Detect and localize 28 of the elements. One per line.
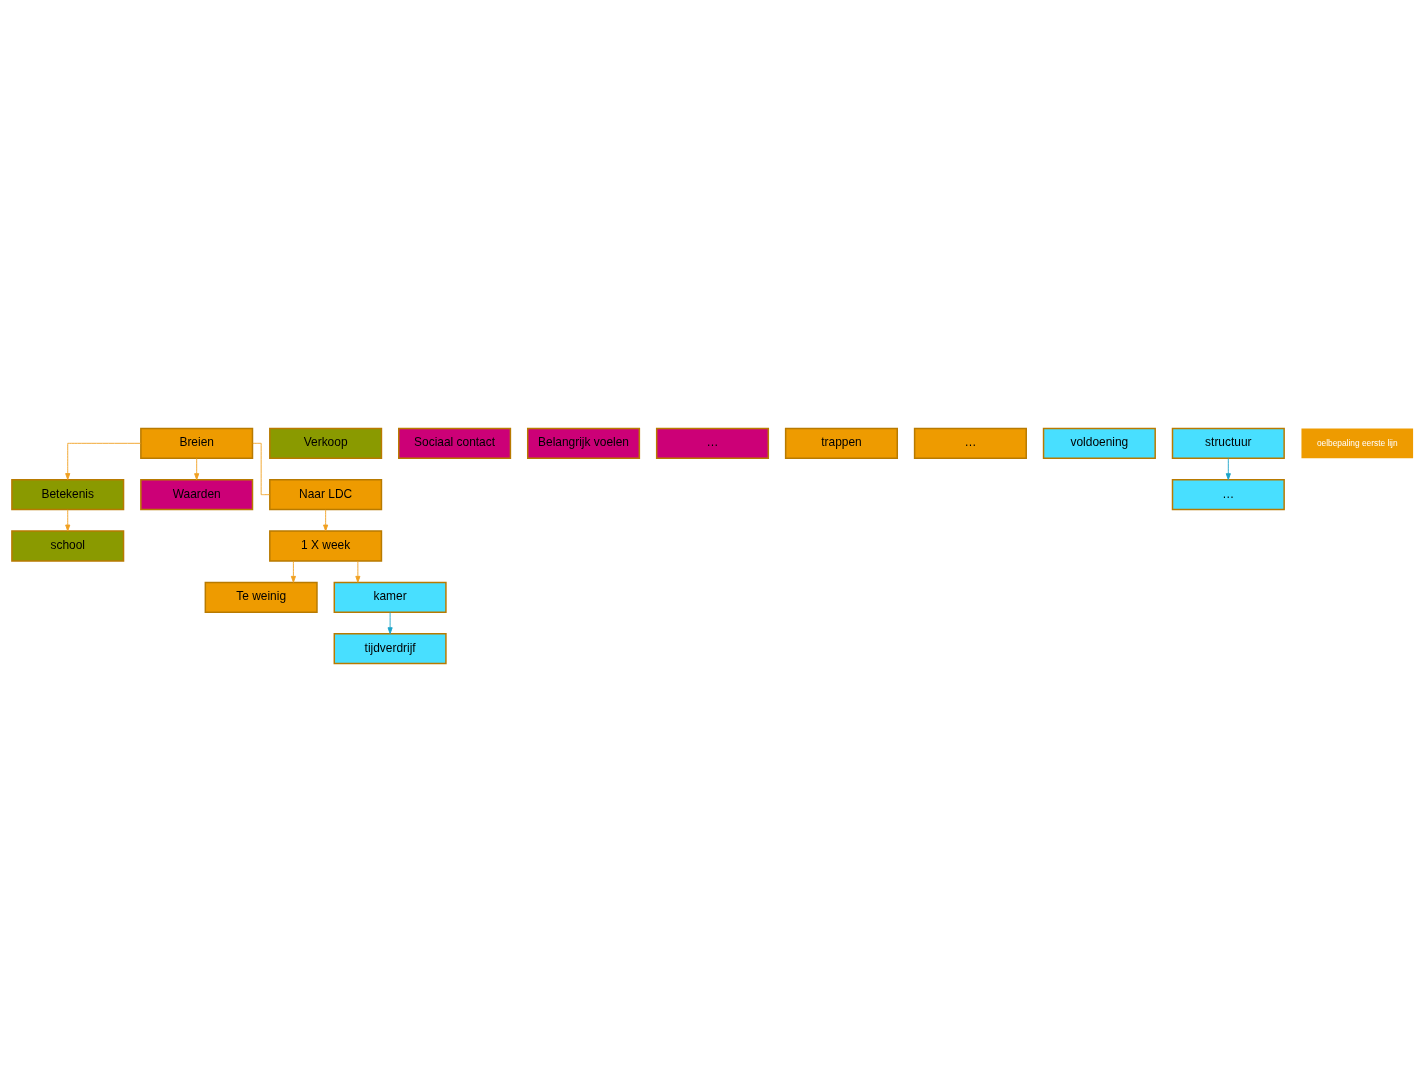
node-box: Betekenis	[11, 479, 125, 511]
node-box: Waarden	[140, 479, 254, 511]
node-box: Naar LDC	[269, 479, 383, 511]
arrow	[65, 442, 142, 480]
node-box: …	[655, 427, 770, 459]
arrow	[65, 509, 71, 532]
node-box: kamer	[333, 581, 447, 613]
node-box: …	[1171, 479, 1285, 511]
node-box: Te weinig	[204, 581, 318, 613]
label: oelbepaling eerste lijn	[1316, 437, 1398, 448]
node-box: Verkoop	[269, 427, 383, 459]
arrow	[323, 509, 329, 532]
node-box: voldoening	[1042, 427, 1156, 459]
node-box: school	[11, 530, 125, 562]
node-box: structuur	[1171, 427, 1285, 459]
arrow	[194, 458, 200, 481]
connector	[252, 442, 271, 496]
arrow	[387, 612, 393, 635]
node-box: Sociaal contact	[398, 427, 512, 459]
arrow	[355, 560, 361, 583]
node-box: …	[913, 427, 1027, 459]
arrow	[290, 560, 296, 583]
arrow	[1225, 458, 1231, 481]
node-box: trappen	[784, 427, 899, 459]
node-box: tijdverdrijf	[333, 633, 447, 665]
node-box: Breien	[140, 427, 254, 459]
node-box: 1 X week	[269, 530, 383, 562]
node-box: Belangrijk voelen	[526, 427, 641, 459]
